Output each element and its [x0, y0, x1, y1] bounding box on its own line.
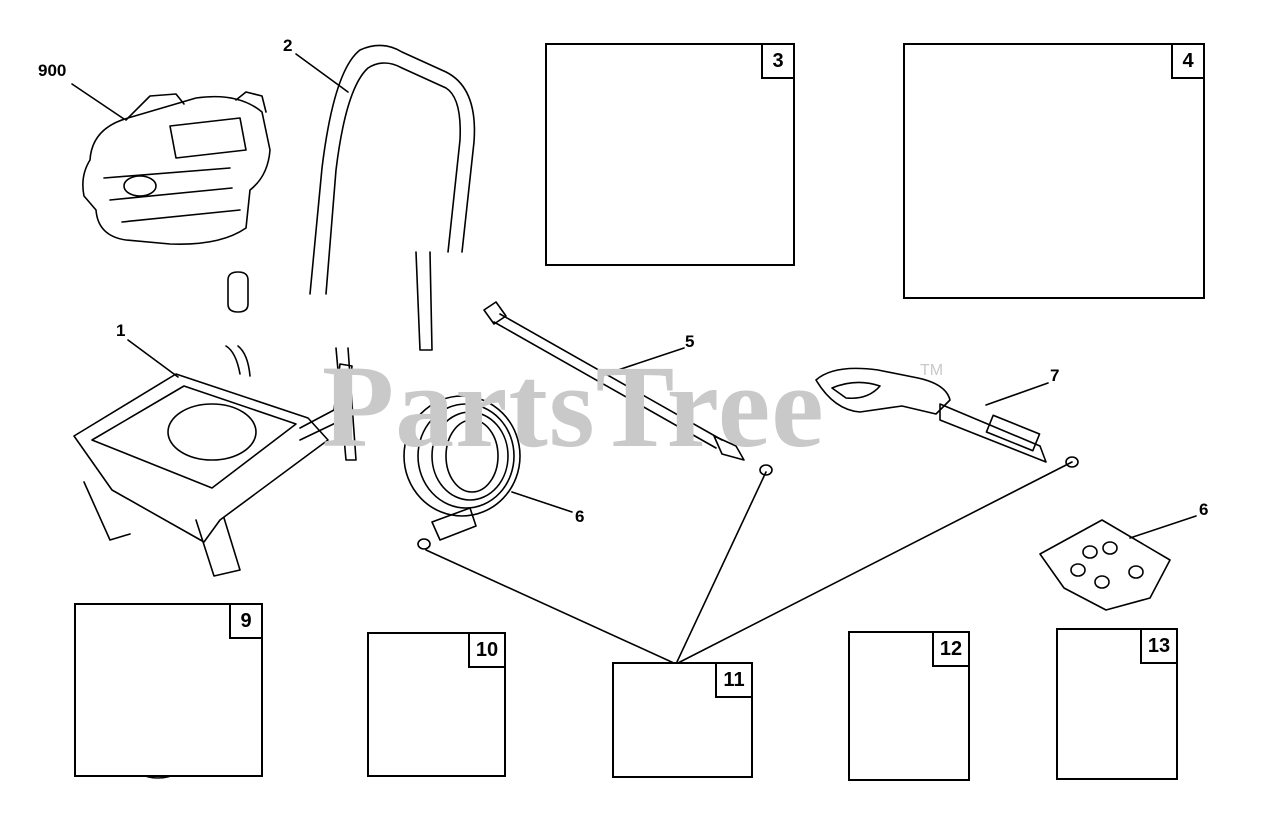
wand-drawing: [483, 301, 773, 476]
callout-1[interactable]: 1: [116, 321, 126, 340]
kit-tag-9: 9: [229, 605, 261, 639]
kit-tag-11: 11: [715, 664, 751, 698]
callout-2[interactable]: 2: [283, 36, 293, 55]
kit-box-13[interactable]: 13: [1056, 628, 1178, 780]
kit-tag-3: 3: [761, 45, 793, 79]
kit-tag-13: 13: [1140, 630, 1176, 664]
kit-box-10[interactable]: 10: [367, 632, 506, 777]
hose-drawing: [403, 395, 521, 550]
callout-900[interactable]: 900: [38, 61, 67, 80]
kit-tag-10: 10: [468, 634, 504, 668]
fittings-bag-drawing: [1039, 519, 1171, 611]
handle-drawing: [309, 44, 476, 461]
watermark-trademark: TM: [920, 362, 944, 379]
frame-drawing: [73, 345, 353, 577]
spray-gun-drawing: [815, 367, 1079, 468]
kit-box-4[interactable]: 4: [903, 43, 1205, 299]
kit-box-11[interactable]: 11: [612, 662, 753, 778]
callout-6-fittings[interactable]: 6: [1199, 500, 1209, 519]
kit-tag-12: 12: [932, 633, 968, 667]
kit-box-9[interactable]: 9: [74, 603, 263, 777]
callout-5[interactable]: 5: [685, 332, 695, 351]
leader-lines: [71, 53, 1197, 665]
kit-box-12[interactable]: 12: [848, 631, 970, 781]
callout-6-hose[interactable]: 6: [575, 507, 585, 526]
kit-tag-4: 4: [1171, 45, 1203, 79]
kit-box-3[interactable]: 3: [545, 43, 795, 266]
callout-7[interactable]: 7: [1050, 366, 1060, 385]
watermark: PartsTree: [322, 341, 825, 472]
engine-drawing: [82, 91, 271, 313]
